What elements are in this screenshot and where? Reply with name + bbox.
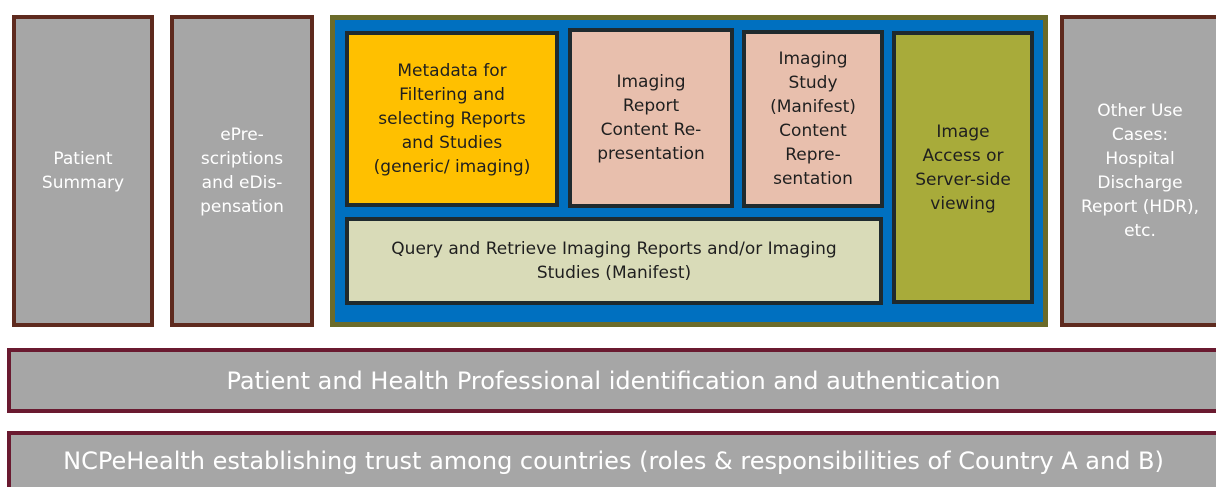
imaging-study-content-box: Imaging Study (Manifest) Content Repre- … — [742, 30, 884, 208]
imaging-report-content-label: Imaging Report Content Re- presentation — [597, 72, 705, 164]
patient-summary-label: Patient Summary — [41, 149, 125, 193]
trust-band-label: NCPeHealth establishing trust among coun… — [63, 447, 1164, 475]
image-access-label: Image Access or Server-side viewing — [915, 121, 1011, 214]
query-retrieve-box: Query and Retrieve Imaging Reports and/o… — [345, 217, 883, 305]
identification-band-label: Patient and Health Professional identifi… — [226, 366, 1001, 395]
metadata-label: Metadata for Filtering and selecting Rep… — [373, 61, 531, 177]
query-retrieve-label: Query and Retrieve Imaging Reports and/o… — [391, 239, 837, 283]
trust-band: NCPeHealth establishing trust among coun… — [7, 431, 1216, 487]
other-use-cases-label: Other Use Cases: Hospital Discharge Repo… — [1080, 101, 1200, 241]
identification-band: Patient and Health Professional identifi… — [7, 348, 1216, 413]
eprescriptions-label: ePre- scriptions and eDis- pensation — [200, 125, 284, 217]
other-use-cases-box: Other Use Cases: Hospital Discharge Repo… — [1060, 15, 1216, 327]
image-access-box: Image Access or Server-side viewing — [892, 31, 1034, 304]
imaging-report-content-box: Imaging Report Content Re- presentation — [568, 28, 734, 208]
patient-summary-box: Patient Summary — [12, 15, 154, 327]
imaging-study-content-label: Imaging Study (Manifest) Content Repre- … — [770, 49, 856, 189]
eprescriptions-box: ePre- scriptions and eDis- pensation — [170, 15, 314, 327]
metadata-box: Metadata for Filtering and selecting Rep… — [345, 31, 559, 207]
